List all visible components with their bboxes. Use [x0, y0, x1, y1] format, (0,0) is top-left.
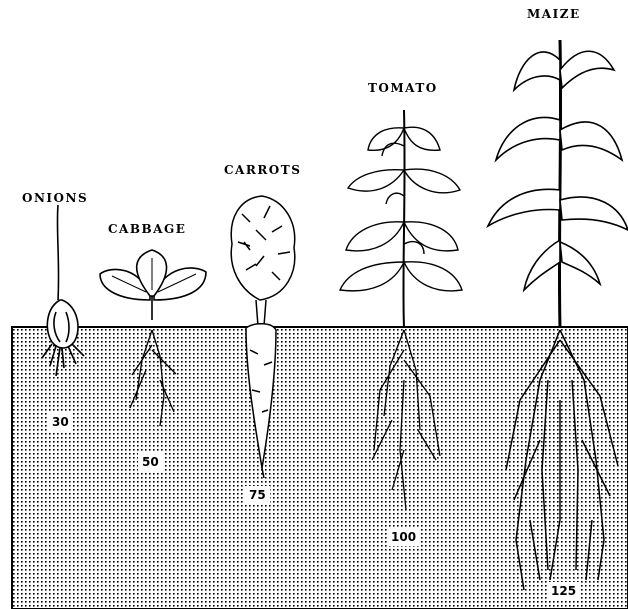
maize-label: MAIZE	[527, 7, 581, 21]
onion-plant	[42, 205, 84, 376]
cabbage-root-depth: 50	[138, 453, 163, 471]
carrots-root-depth: 75	[245, 486, 270, 504]
soil-area	[12, 327, 628, 609]
cabbage-label: CABBAGE	[108, 222, 186, 236]
onions-root-depth: 30	[48, 413, 73, 431]
onions-label: ONIONS	[22, 191, 88, 205]
tomato-label: TOMATO	[368, 81, 438, 95]
maize-root-depth: 125	[547, 582, 580, 600]
tomato-root-depth: 100	[387, 528, 420, 546]
carrots-label: CARROTS	[224, 163, 301, 177]
